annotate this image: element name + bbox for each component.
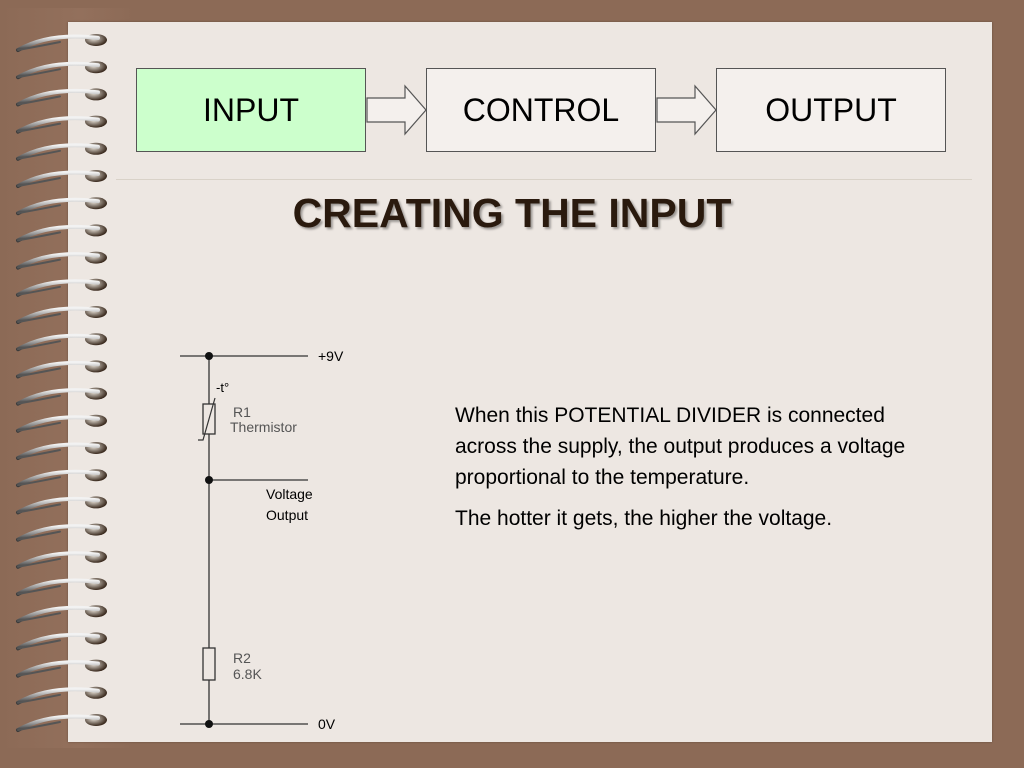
- binding-ring: [16, 550, 107, 569]
- voltage-output-label-line2: Output: [266, 507, 309, 523]
- binding-ring: [16, 523, 107, 542]
- thermistor-diagonal: [198, 397, 216, 441]
- binding-ring: [16, 496, 107, 515]
- binding-ring: [16, 34, 107, 52]
- binding-ring: [16, 115, 107, 134]
- description-paragraph-1: When this POTENTIAL DIVIDER is connected…: [455, 404, 906, 489]
- voltage-output-label-line1: Voltage: [266, 486, 313, 502]
- junction-supply: [205, 352, 213, 360]
- thermistor-symbol-label: -t°: [216, 380, 230, 395]
- output-block: OUTPUT: [716, 68, 946, 152]
- supply-label: +9V: [318, 348, 344, 364]
- description-paragraph-2: The hotter it gets, the higher the volta…: [455, 507, 833, 530]
- binding-ring: [16, 632, 107, 651]
- binding-ring: [16, 88, 107, 107]
- r1-name-label: R1: [233, 404, 251, 420]
- binding-ring: [16, 686, 107, 705]
- binding-ring: [16, 360, 107, 379]
- page-title: CREATING THE INPUT: [292, 190, 732, 236]
- control-block: CONTROL: [426, 68, 656, 152]
- binding-ring: [16, 170, 107, 188]
- binding-ring: [16, 442, 107, 460]
- binding-ring: [16, 278, 107, 297]
- binding-ring: [16, 251, 107, 270]
- binding-ring: [16, 142, 107, 161]
- binding-ring: [16, 197, 107, 216]
- spiral-binding: [16, 34, 107, 732]
- binding-ring: [16, 414, 107, 433]
- binding-ring: [16, 714, 107, 732]
- binding-ring: [16, 387, 107, 406]
- r2-resistor: [202, 647, 216, 681]
- ground-label: 0V: [318, 716, 336, 732]
- binding-ring: [16, 333, 107, 352]
- junction-ground: [205, 720, 213, 728]
- binding-ring: [16, 605, 107, 624]
- binding-ring: [16, 224, 107, 243]
- binding-ring: [16, 578, 107, 596]
- binding-ring: [16, 306, 107, 324]
- r1-desc-label: Thermistor: [230, 419, 297, 435]
- input-block: INPUT: [136, 68, 366, 152]
- r2-name-label: R2: [233, 650, 251, 666]
- binding-ring: [16, 659, 107, 678]
- binding-ring: [16, 469, 107, 488]
- r2-value-label: 6.8K: [233, 666, 262, 682]
- junction-output: [205, 476, 213, 484]
- description-text: When this POTENTIAL DIVIDER is connected…: [455, 400, 935, 544]
- header-divider: [116, 179, 972, 180]
- binding-ring: [16, 61, 107, 80]
